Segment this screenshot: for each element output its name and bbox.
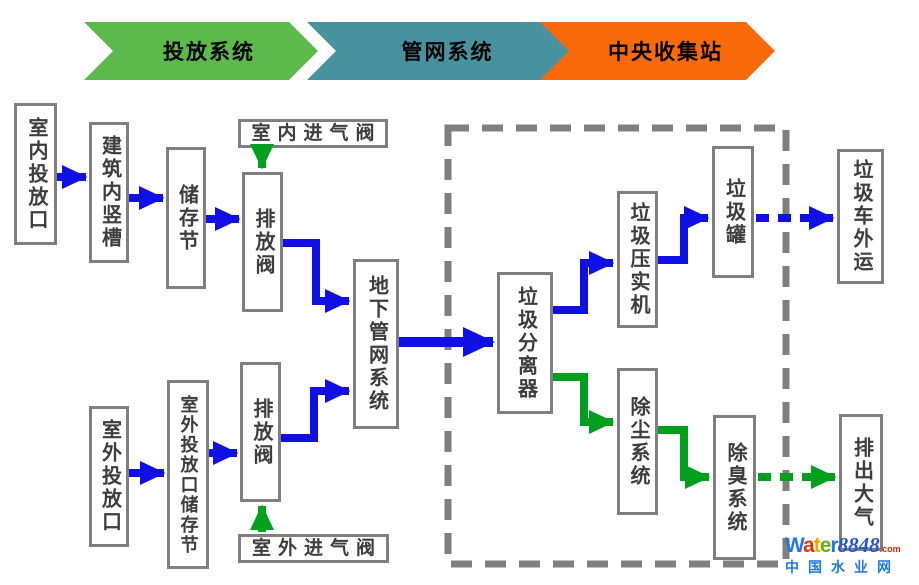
watermark-number: 8848 [837, 533, 880, 557]
box-building-chute-label: 建筑内竖槽 [98, 135, 121, 250]
box-deodor-system: 除臭系统 [713, 415, 756, 560]
box-exhaust: 排出大气 [839, 414, 883, 551]
box-underground-network-label: 地下管网系统 [365, 275, 388, 413]
watermark: Water8848.com 中国水业网 [785, 533, 917, 575]
box-waste-tank: 垃圾罐 [712, 146, 754, 278]
box-truck-out: 垃圾车外运 [837, 149, 884, 284]
box-indoor-air-valve: 室内进气阀 [238, 119, 388, 148]
box-discharge-valve-bottom-label: 排放阀 [250, 397, 272, 467]
box-outdoor-inlet: 室外投放口 [89, 406, 129, 547]
watermark-letter: r [830, 534, 838, 557]
box-truck-out-label: 垃圾车外运 [850, 159, 872, 274]
box-outdoor-air-valve: 室外进气阀 [238, 534, 389, 563]
watermark-logo: Water8848.com [785, 533, 917, 557]
box-waste-tank-label: 垃圾罐 [722, 177, 745, 247]
box-indoor-inlet-label: 室内投放口 [25, 116, 47, 232]
box-storage-node-label: 储存节 [175, 183, 198, 253]
arrow-valve-top-to-underground [283, 239, 351, 313]
box-indoor-inlet: 室内投放口 [14, 103, 57, 245]
box-discharge-valve-bottom: 排放阀 [240, 362, 281, 502]
watermark-letter: e [819, 534, 832, 557]
box-compactor-label: 垃圾压实机 [627, 202, 649, 317]
box-storage-node: 储存节 [166, 147, 206, 289]
box-discharge-valve-top-label: 排放阀 [252, 207, 274, 277]
box-outdoor-inlet-label: 室外投放口 [98, 419, 121, 534]
watermark-letter: W [785, 534, 804, 557]
box-separator-label: 垃圾分离器 [514, 285, 537, 401]
banner-central-collection-station-label: 中央收集站 [608, 40, 723, 64]
box-deodor-system-label: 除臭系统 [724, 441, 746, 534]
banner-drop-system-label: 投放系统 [163, 40, 255, 64]
watermark-letter: a [803, 534, 815, 557]
watermark-tld: .com [879, 544, 901, 554]
box-discharge-valve-top: 排放阀 [242, 172, 283, 312]
box-exhaust-label: 排出大气 [850, 436, 873, 529]
box-building-chute: 建筑内竖槽 [89, 122, 129, 263]
watermark-letter: t [813, 534, 821, 557]
banner-pipe-network-system: 管网系统 [307, 22, 572, 80]
watermark-chinese-name: 中国水业网 [785, 559, 900, 575]
box-dust-system: 除尘系统 [617, 368, 658, 515]
arrow-separator-to-dust [553, 373, 615, 434]
box-separator: 垃圾分离器 [497, 272, 553, 414]
box-outdoor-storage-label: 室外投放口储存节 [178, 394, 199, 555]
box-compactor: 垃圾压实机 [617, 191, 658, 328]
arrow-separator-to-compactor [553, 251, 615, 314]
banner-drop-system: 投放系统 [84, 22, 318, 80]
banner-central-collection-station: 中央收集站 [540, 22, 775, 80]
arrow-valve-bottom-to-underground [281, 379, 351, 442]
box-outdoor-air-valve-label: 室外进气阀 [251, 538, 382, 559]
arrow-dust-to-deodor [658, 426, 711, 489]
box-dust-system-label: 除尘系统 [627, 395, 649, 488]
box-indoor-air-valve-label: 室内进气阀 [251, 123, 382, 144]
banner-pipe-network-system-label: 管网系统 [401, 40, 494, 64]
arrow-compactor-to-tank [658, 206, 710, 264]
box-outdoor-storage: 室外投放口储存节 [167, 380, 209, 569]
box-underground-network: 地下管网系统 [353, 259, 399, 429]
